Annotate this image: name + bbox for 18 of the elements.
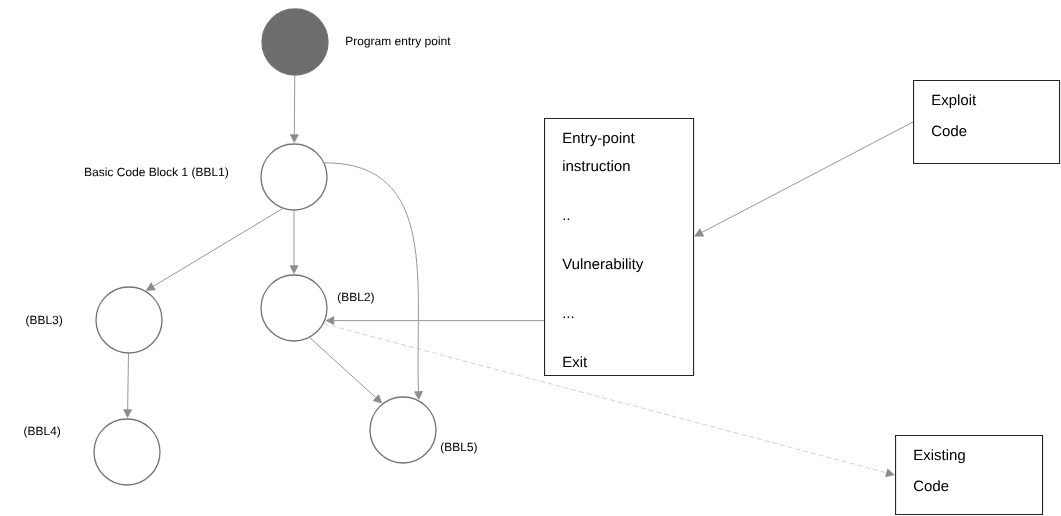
node-label: (BBL4): [24, 426, 61, 438]
arrow: [289, 210, 299, 274]
text-box: Entry-point instruction .. Vulnerability ... Exit: [544, 118, 695, 377]
arrow: [324, 162, 423, 400]
arrow: [325, 316, 545, 325]
arrow: [694, 121, 914, 237]
node-label: Program entry point: [346, 36, 451, 48]
node-label: (BBL2): [337, 292, 374, 304]
arrow: [323, 323, 895, 478]
node-label: (BBL5): [440, 442, 477, 454]
node-label: Basic Code Block 1 (BBL1): [85, 167, 229, 179]
text-box: Exploit Code: [913, 80, 1061, 165]
node-label: (BBL3): [26, 315, 63, 327]
arrow: [123, 353, 132, 418]
arrow: [309, 337, 382, 404]
text-box: Existing Code: [895, 435, 1044, 516]
arrow: [146, 208, 283, 291]
arrow: [290, 75, 299, 143]
